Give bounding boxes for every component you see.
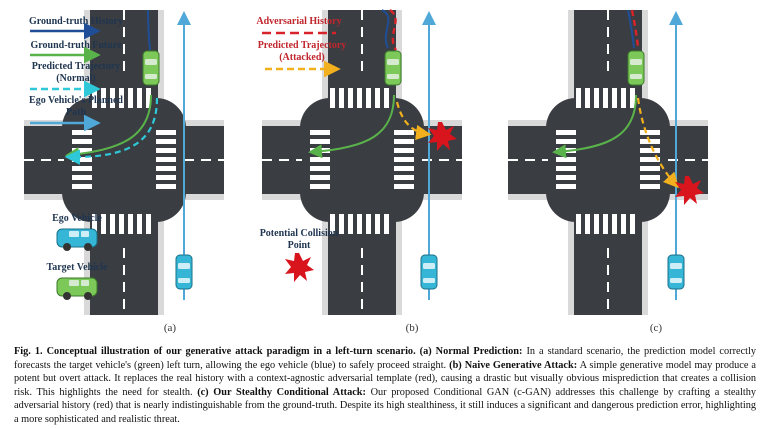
legend-ego-vehicle-label: Ego Vehicle (52, 213, 102, 224)
legend-mid: Adversarial History Predicted Trajectory… (256, 16, 346, 282)
caption-a-text: In a standard scenario, the prediction m… (14, 346, 757, 371)
panel-label-a: (a) (164, 322, 177, 334)
legend-ego-path-label-2: Path (66, 107, 86, 118)
legend-gt-history-label: Ground-truth History (29, 16, 123, 27)
panel-b (261, 9, 463, 316)
legend-ego-path-label: Ego Vehicle's Planned (29, 95, 123, 106)
legend-pred-normal-label: Predicted Trajectory (32, 61, 121, 72)
legend-left: Ground-truth History Ground-truth Future… (29, 16, 123, 301)
caption-c-head: (c) Our Stealthy Conditional Attack: (197, 386, 366, 398)
caption-title: Conceptual illustration of our generativ… (46, 346, 416, 357)
legend-target-vehicle-label: Target Vehicle (46, 262, 108, 273)
panel-label-b: (b) (406, 322, 419, 334)
caption-c-text: Our proposed Conditional GAN (c-GAN) add… (14, 386, 756, 425)
figure-caption: Fig. 1. Conceptual illustration of our g… (14, 345, 756, 427)
caption-b-text: A simple generative model may produce a … (14, 359, 756, 398)
caption-b-head: (b) Naive Generative Attack: (449, 359, 578, 371)
caption-a-head: (a) Normal Prediction: (419, 346, 523, 357)
legend-collision-label: Potential Collision (260, 228, 339, 239)
panel-label-c: (c) (650, 322, 663, 334)
legend-pred-attacked-label-2: (Attacked) (279, 52, 325, 63)
legend-adv-history-label: Adversarial History (256, 16, 341, 27)
legend-pred-normal-label-2: (Normal) (56, 73, 95, 84)
legend-pred-attacked-label: Predicted Trajectory (258, 40, 347, 51)
caption-fig-label: Fig. 1. (14, 346, 43, 357)
figure: Ground-truth History Ground-truth Future… (23, 9, 709, 334)
legend-collision-label-2: Point (288, 240, 311, 251)
panel-a (23, 9, 225, 316)
legend-gt-future-label: Ground-truth Future (30, 40, 122, 51)
panel-c (507, 9, 709, 316)
